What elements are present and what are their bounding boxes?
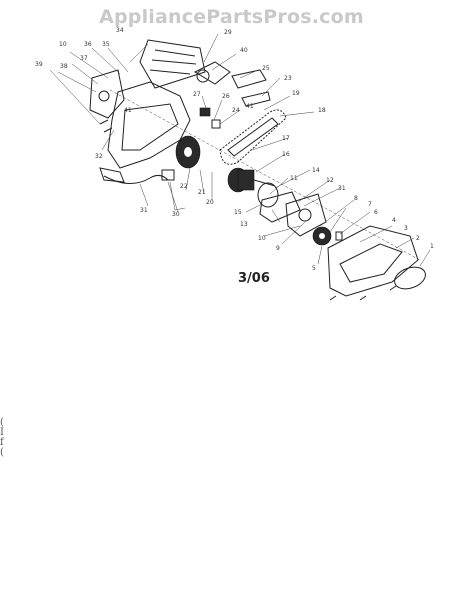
callout-7: 7 [368,201,372,208]
callout-2: 2 [416,235,420,242]
callout-8: 8 [354,195,358,202]
part-main-housing [99,81,191,183]
callout-29: 29 [224,29,232,36]
part-rear-housing [89,69,125,119]
callout-35: 35 [102,41,110,48]
part-power-cord [103,174,169,184]
callout-4: 4 [392,217,396,224]
part-saw-chain [219,109,287,165]
callout-31b: 31 [140,207,148,214]
callout-leaders [49,33,431,267]
callout-labels: 34 29 10 36 35 40 37 39 38 25 23 27 19 2… [35,27,434,272]
part-screws [99,119,397,301]
part-fan [175,135,201,169]
part-chain-cover [139,39,206,89]
callout-10: 10 [59,41,67,48]
callout-17: 17 [282,135,290,142]
callout-25: 25 [262,65,270,72]
callout-18: 18 [318,107,326,114]
part-end-cap [394,266,426,290]
part-bearing-housing [259,191,301,223]
callout-38: 38 [60,63,68,70]
callout-26: 26 [222,93,230,100]
part-switch [199,107,221,129]
callout-20: 20 [206,199,214,206]
callout-39: 39 [35,61,43,68]
callout-13: 13 [240,221,248,228]
margin-marks: ( I f ( [0,418,8,458]
part-armature [227,167,276,193]
callout-30: 30 [172,211,180,218]
callout-6: 6 [374,209,378,216]
callout-37: 37 [80,55,88,62]
callout-15: 15 [234,209,242,216]
callout-12: 12 [326,177,334,184]
callout-1: 1 [430,243,434,250]
callout-41: 41 [124,107,132,114]
part-sprocket [312,226,343,246]
callout-10b: 10 [258,235,266,242]
callout-21: 21 [198,189,206,196]
part-stator [257,182,279,208]
callout-34: 34 [116,27,124,34]
part-clamp [231,69,271,107]
callout-36: 36 [84,41,92,48]
callout-16: 16 [282,151,290,158]
callout-31: 31 [338,185,346,192]
callout-41b: 41 [246,103,254,110]
margin-mark: I [0,427,4,438]
callout-5: 5 [312,265,316,272]
callout-19: 19 [292,90,300,97]
part-outer-cover [327,225,419,297]
part-oiler [193,61,231,85]
callout-9: 9 [276,245,280,252]
part-gear-plate [285,193,327,237]
margin-mark: ( [0,417,4,428]
margin-mark: f [0,437,4,448]
watermark: AppliancePartsPros.com [99,6,364,28]
callout-22: 22 [180,183,188,190]
callout-27: 27 [193,91,201,98]
margin-mark: ( [0,447,4,458]
callout-24: 24 [232,107,240,114]
callout-40: 40 [240,47,248,54]
callout-32: 32 [95,153,103,160]
callout-3: 3 [404,225,408,232]
callout-23: 23 [284,75,292,82]
callout-14: 14 [312,167,320,174]
part-brush-holder [161,169,186,211]
document-code: 3/06 [238,271,270,286]
callout-11: 11 [290,175,298,182]
